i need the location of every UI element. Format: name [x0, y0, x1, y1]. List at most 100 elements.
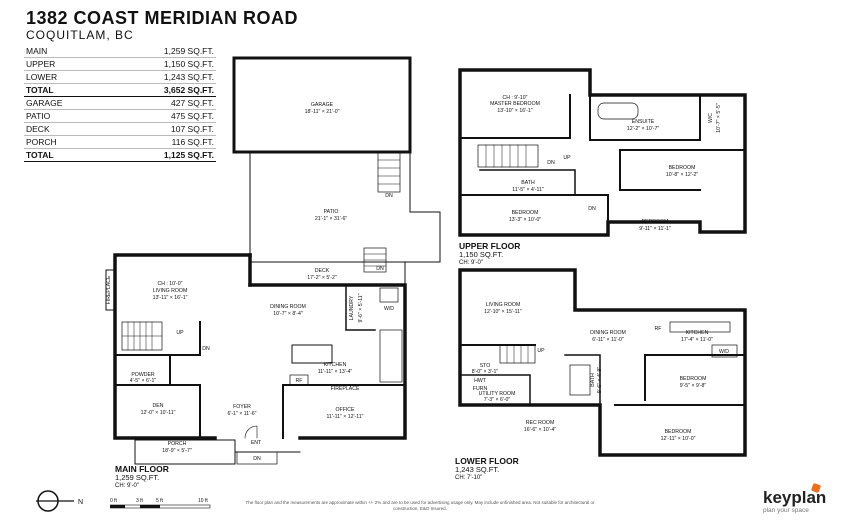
ensuite-walls — [589, 94, 701, 141]
svg-text:CH : 9'-10": CH : 9'-10" — [502, 95, 527, 101]
svg-text:DECK: DECK — [315, 268, 330, 274]
main-floor-area: 1,259 SQ.FT. — [115, 473, 159, 482]
svg-text:PATIO: PATIO — [324, 209, 339, 215]
main-floor-labels: GARAGE 18'-11" × 21'-0" PATIO 21'-1" × 3… — [106, 102, 394, 462]
main-floor-plan — [105, 56, 441, 465]
svg-text:DN: DN — [253, 456, 261, 462]
patio-outline — [249, 151, 441, 263]
svg-text:W/D: W/D — [719, 349, 729, 355]
svg-text:18'-9" × 5'-7": 18'-9" × 5'-7" — [162, 448, 192, 454]
svg-text:BEDROOM: BEDROOM — [680, 376, 707, 382]
svg-text:4'-5" × 6'-1": 4'-5" × 6'-1" — [130, 378, 157, 384]
main-floor-title: MAIN FLOOR — [115, 464, 169, 474]
svg-text:9'-5" × 9'-8": 9'-5" × 9'-8" — [680, 383, 707, 389]
garage-stair-treads — [377, 159, 401, 185]
svg-text:11'-5" × 4'-11": 11'-5" × 4'-11" — [512, 187, 544, 193]
floor-titles: MAIN FLOOR 1,259 SQ.FT. CH: 9'-0" UPPER … — [115, 241, 520, 489]
scale-bar: 0 ft 3 ft 5 ft 10 ft — [110, 498, 211, 509]
svg-text:13'-10" × 16'-1": 13'-10" × 16'-1" — [497, 108, 532, 114]
svg-text:BEDROOM: BEDROOM — [642, 219, 669, 225]
svg-text:RF: RF — [655, 326, 662, 332]
scale-label-3: 3 ft — [136, 498, 144, 504]
upper-floor-plan — [458, 68, 747, 237]
svg-text:ENT: ENT — [251, 440, 262, 446]
upper-floor-title: UPPER FLOOR — [459, 241, 520, 251]
svg-text:BATH: BATH — [521, 180, 535, 186]
svg-text:11'-11" × 13'-4": 11'-11" × 13'-4" — [318, 369, 353, 375]
svg-text:17'-4" × 11'-0": 17'-4" × 11'-0" — [681, 337, 713, 343]
svg-text:21'-1" × 31'-6": 21'-1" × 31'-6" — [315, 216, 347, 222]
svg-text:7'-3" × 6'-0": 7'-3" × 6'-0" — [484, 397, 511, 403]
svg-text:KITCHEN: KITCHEN — [324, 362, 347, 368]
svg-text:DN: DN — [385, 193, 393, 199]
main-exterior-east — [248, 283, 407, 440]
lower-washer-dryer — [711, 344, 738, 358]
main-stair-treads — [121, 321, 163, 351]
garage-walls — [232, 56, 412, 154]
svg-text:FURN: FURN — [473, 386, 488, 392]
svg-text:KITCHEN: KITCHEN — [686, 330, 709, 336]
svg-text:DN: DN — [547, 160, 555, 166]
svg-text:POWDER: POWDER — [131, 372, 155, 378]
main-fireplace — [105, 269, 116, 311]
svg-text:RF: RF — [296, 378, 303, 384]
svg-text:N: N — [78, 499, 83, 506]
svg-text:DN: DN — [202, 346, 210, 352]
svg-text:18'-11" × 21'-0": 18'-11" × 21'-0" — [305, 109, 340, 115]
svg-text:STO: STO — [480, 363, 491, 369]
kitchen-island — [291, 344, 333, 364]
svg-text:LAUNDRY: LAUNDRY — [349, 295, 355, 320]
svg-text:LIVING ROOM: LIVING ROOM — [486, 302, 521, 308]
property-city: COQUITLAM, BC — [26, 28, 134, 42]
fridge — [289, 374, 309, 386]
north-arrow-icon: N — [36, 490, 83, 512]
svg-text:OFFICE: OFFICE — [335, 407, 355, 413]
svg-text:MASTER BEDROOM: MASTER BEDROOM — [490, 101, 540, 107]
svg-text:UP: UP — [537, 348, 545, 354]
scale-label-5: 5 ft — [156, 498, 164, 504]
lower-kitchen-counter — [669, 321, 731, 333]
svg-text:13'-3" × 10'-0": 13'-3" × 10'-0" — [509, 217, 541, 223]
svg-text:ENSUITE: ENSUITE — [632, 119, 655, 125]
svg-text:FIREPLACE: FIREPLACE — [331, 386, 360, 392]
svg-text:BEDROOM: BEDROOM — [512, 210, 539, 216]
svg-text:12'-0" × 10'-11": 12'-0" × 10'-11" — [141, 410, 176, 416]
lower-bath-tub — [569, 364, 591, 396]
svg-text:8'-0" × 3'-1": 8'-0" × 3'-1" — [472, 369, 499, 375]
main-exterior-west — [113, 253, 252, 440]
kitchen-counter — [379, 329, 403, 383]
svg-text:DN: DN — [588, 206, 596, 212]
svg-text:10'-7" × 5'-5": 10'-7" × 5'-5" — [716, 103, 722, 133]
svg-text:DEN: DEN — [153, 403, 164, 409]
lower-floor-labels: LIVING ROOM 12'-10" × 15'-11" DINING ROO… — [472, 302, 730, 442]
svg-text:LIVING ROOM: LIVING ROOM — [153, 288, 188, 294]
svg-text:FIREPLACE: FIREPLACE — [106, 275, 112, 304]
svg-text:DN: DN — [376, 266, 384, 272]
lower-stair-treads — [506, 344, 529, 364]
main-floor-ceiling: CH: 9'-0" — [115, 483, 139, 489]
svg-text:DINING ROOM: DINING ROOM — [270, 304, 306, 310]
porch-steps — [236, 451, 278, 465]
svg-text:GARAGE: GARAGE — [311, 102, 334, 108]
lower-floor-area: 1,243 SQ.FT. — [455, 465, 499, 474]
upper-floor-ceiling: CH: 9'-0" — [459, 260, 483, 266]
scale-label-10: 10 ft — [198, 498, 208, 504]
svg-text:12'-2" × 10'-7": 12'-2" × 10'-7" — [627, 126, 659, 132]
svg-text:W/C: W/C — [708, 113, 714, 123]
svg-text:17'-2" × 5'-2": 17'-2" × 5'-2" — [307, 275, 337, 281]
svg-text:BEDROOM: BEDROOM — [665, 429, 692, 435]
lower-floor-title: LOWER FLOOR — [455, 456, 519, 466]
scale-label-0: 0 ft — [110, 498, 118, 504]
svg-text:6'-11" × 11'-0": 6'-11" × 11'-0" — [592, 337, 624, 343]
disclaimer: The floor plan and the measurements are … — [245, 500, 595, 511]
svg-text:REC ROOM: REC ROOM — [526, 420, 555, 426]
svg-text:UP: UP — [176, 330, 184, 336]
